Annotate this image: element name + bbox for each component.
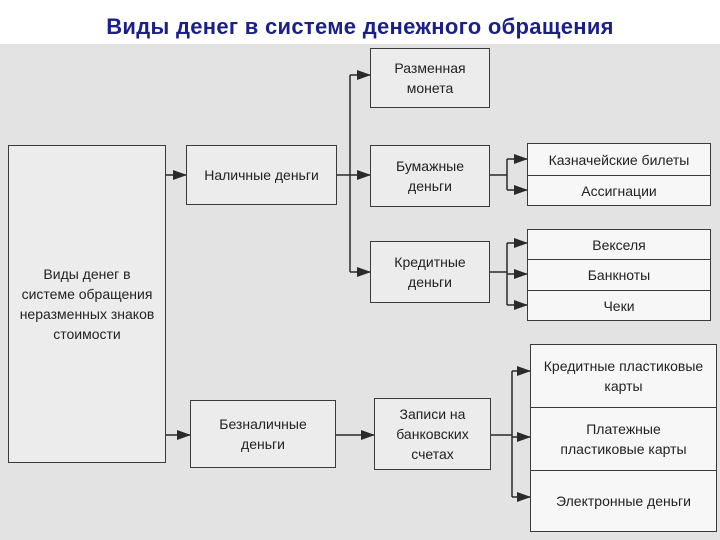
e-money-box: Электронные деньги	[530, 470, 717, 532]
small-coin-box: Разменная монета	[370, 48, 490, 108]
assignats-box: Ассигнации	[527, 175, 711, 206]
cash-money-box: Наличные деньги	[186, 145, 337, 205]
page-title: Виды денег в системе денежного обращения	[106, 14, 614, 39]
treasury-notes-box: Казначейские билеты	[527, 143, 711, 176]
payment-cards-box: Платежные пластиковые карты	[530, 407, 717, 471]
banknotes-box: Банкноты	[527, 259, 711, 291]
credit-cards-box: Кредитные пластиковые карты	[530, 344, 717, 408]
credit-money-box: Кредитные деньги	[370, 241, 490, 303]
bills-of-exchange-box: Векселя	[527, 229, 711, 260]
cashless-money-box: Безналичные деньги	[190, 400, 336, 468]
paper-money-box: Бумажные деньги	[370, 145, 490, 207]
cheques-box: Чеки	[527, 290, 711, 321]
root-box: Виды денег в системе обращения неразменн…	[8, 145, 166, 463]
bank-accounts-box: Записи на банковских счетах	[374, 398, 491, 470]
